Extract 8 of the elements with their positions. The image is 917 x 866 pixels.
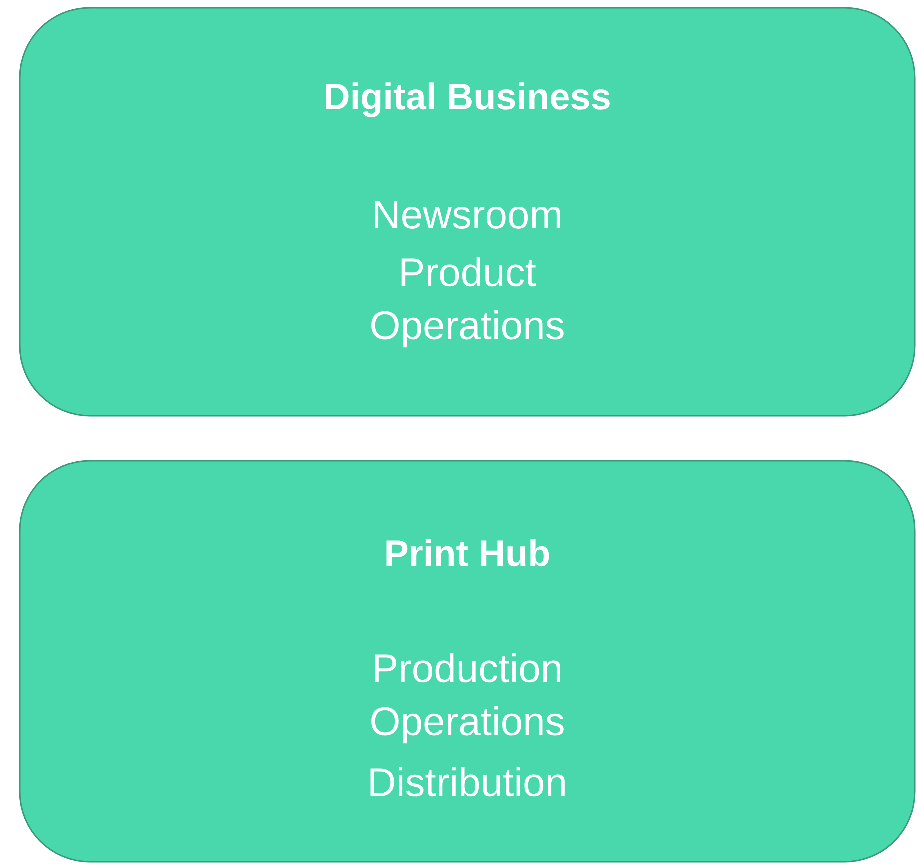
box-item: Distribution (370, 767, 565, 797)
box-heading: Print Hub (386, 539, 550, 567)
box-item: Newsroom (375, 201, 560, 229)
box-item: Production (375, 653, 560, 683)
box-item: Operations (372, 310, 564, 348)
box-heading: Digital Business (326, 82, 610, 118)
box-item: Product (402, 257, 536, 287)
box-item: Operations (372, 706, 564, 744)
